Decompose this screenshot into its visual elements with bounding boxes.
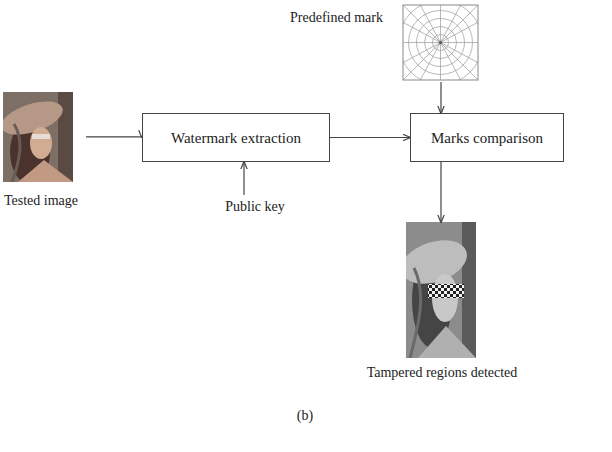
arrow-connector (243, 162, 244, 195)
arrow-connector (440, 82, 441, 113)
photo-face (30, 127, 52, 159)
arrow-connector (330, 137, 410, 138)
photo-hat (3, 95, 67, 141)
mark-rays (403, 5, 478, 80)
photo-shoulder (18, 160, 73, 182)
caption-text: Public key (225, 199, 285, 216)
caption-text: Predefined mark (290, 10, 383, 27)
image-node: Tested image (0, 90, 86, 210)
mark-center (439, 41, 442, 44)
caption-text: Tested image (4, 193, 78, 210)
photo-feather (410, 268, 421, 358)
caption-text: Tampered regions detected (367, 365, 518, 382)
photo-curtain (462, 222, 476, 358)
process-box: Watermark extraction (142, 113, 330, 162)
result-photo (406, 222, 476, 358)
input-label: Public key (205, 195, 305, 220)
predefined-mark-image (399, 1, 483, 85)
image-node: Predefined mark (290, 4, 480, 82)
image-node: Tampered regions detected (340, 222, 544, 382)
photo-shoulder (418, 326, 476, 358)
arrow-connector (440, 162, 441, 222)
figure-caption: (b) (270, 408, 340, 424)
mark-ring (403, 5, 478, 80)
photo-feather (12, 124, 20, 182)
process-box: Marks comparison (410, 113, 564, 162)
mark-frame (403, 5, 478, 80)
arrow-connector (86, 136, 142, 138)
tamper-marking (428, 284, 464, 298)
tested-photo (3, 92, 73, 182)
mark-grid (403, 5, 478, 80)
box-label: Marks comparison (431, 129, 543, 147)
photo-altered-patch (32, 134, 50, 139)
box-label: Watermark extraction (171, 129, 301, 147)
